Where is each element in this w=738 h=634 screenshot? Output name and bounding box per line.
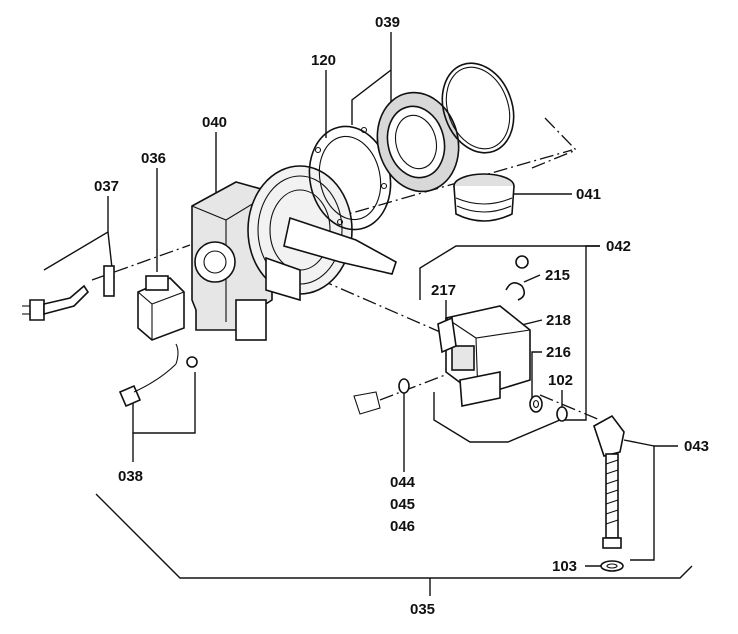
callout-042: 042 <box>606 238 631 255</box>
callout-102: 102 <box>548 372 573 389</box>
leader-lines <box>43 32 693 596</box>
filter-cup <box>453 173 515 222</box>
connecting-bolt <box>593 414 625 549</box>
flame-sensor <box>118 343 198 408</box>
callout-037: 037 <box>94 178 119 195</box>
callout-215: 215 <box>545 267 570 284</box>
retaining-clip <box>505 255 529 301</box>
callout-043: 043 <box>684 438 709 455</box>
burner-drum <box>247 165 397 302</box>
coil-block <box>137 275 185 341</box>
callout-040: 040 <box>202 114 227 131</box>
callout-218: 218 <box>546 312 571 329</box>
callout-041: 041 <box>576 186 601 203</box>
callout-217: 217 <box>431 282 456 299</box>
callout-035: 035 <box>410 601 435 618</box>
washer-102 <box>556 406 568 422</box>
solenoid-valve <box>437 305 531 407</box>
callout-039: 039 <box>375 14 400 31</box>
washer-103 <box>600 560 624 572</box>
fan-housing <box>191 181 273 341</box>
o-ring <box>441 62 515 154</box>
callout-216: 216 <box>546 344 571 361</box>
callout-045: 045 <box>390 496 415 513</box>
callout-044: 044 <box>390 474 416 491</box>
sight-glass-frame <box>376 91 460 193</box>
callout-038: 038 <box>118 468 143 485</box>
callout-103: 103 <box>552 558 577 575</box>
callout-046: 046 <box>390 518 415 535</box>
callout-120: 120 <box>311 52 336 69</box>
callout-036: 036 <box>141 150 166 167</box>
washer-216 <box>529 395 543 413</box>
nozzle-seal <box>353 378 410 415</box>
callout-labels: 035 036 037 038 039 040 041 042 043 044 … <box>94 14 709 618</box>
ignition-electrode <box>22 265 115 321</box>
